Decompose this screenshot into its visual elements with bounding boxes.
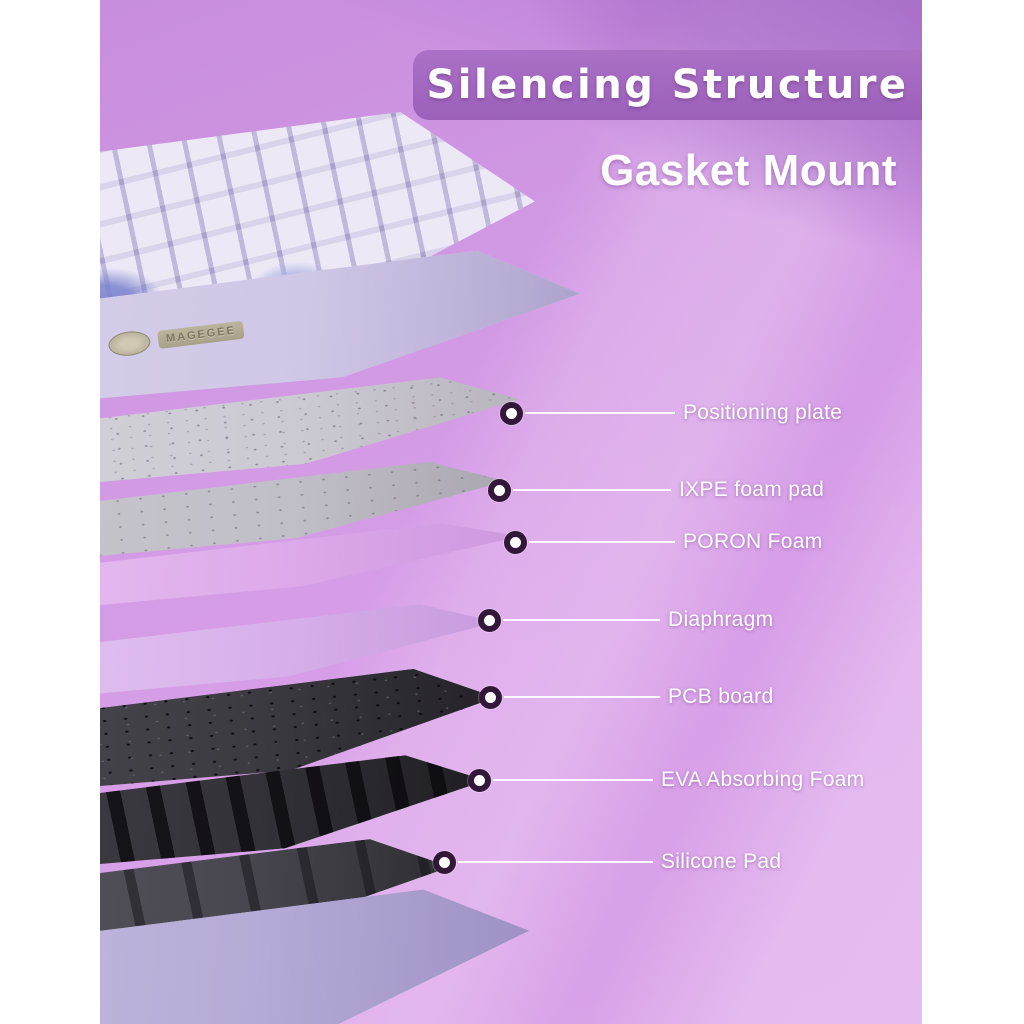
- callout-label: IXPE foam pad: [679, 478, 825, 501]
- callout-eva-absorbing-foam: EVA Absorbing Foam: [468, 768, 864, 792]
- callout-ixpe-foam-pad: IXPE foam pad: [488, 478, 824, 502]
- callout-poron-foam: PORON Foam: [504, 530, 823, 554]
- callout-marker-icon: [479, 685, 502, 709]
- page-title: Silencing Structure: [426, 62, 909, 108]
- title-banner: Silencing Structure: [413, 50, 922, 120]
- brand-logo-icon: [107, 329, 152, 359]
- callout-marker-icon: [500, 401, 523, 425]
- callout-marker-icon: [504, 530, 527, 554]
- callout-positioning-plate: Positioning plate: [500, 401, 842, 425]
- callout-lead-line: [525, 412, 675, 414]
- callout-lead-line: [513, 489, 671, 491]
- callout-lead-line: [503, 619, 660, 621]
- callout-label: Silicone Pad: [661, 850, 782, 873]
- callout-lead-line: [529, 541, 675, 543]
- product-panel: MAGEGEE Silencing Structure Gasket Mount…: [100, 0, 922, 1024]
- callout-lead-line: [504, 696, 660, 698]
- callout-lead-line: [493, 779, 653, 781]
- callout-silicone-pad: Silicone Pad: [433, 850, 781, 874]
- callout-label: PCB board: [668, 685, 774, 708]
- callout-lead-line: [458, 861, 653, 863]
- callout-label: Diaphragm: [668, 608, 774, 631]
- brand-badge-text: MAGEGEE: [157, 320, 245, 349]
- callout-marker-icon: [478, 608, 501, 632]
- callout-diaphragm: Diaphragm: [478, 608, 773, 632]
- callout-marker-icon: [488, 478, 511, 502]
- callout-marker-icon: [433, 850, 456, 874]
- callout-label: Positioning plate: [683, 401, 843, 424]
- callout-label: EVA Absorbing Foam: [661, 768, 865, 791]
- callout-marker-icon: [468, 768, 491, 792]
- callout-pcb-board: PCB board: [479, 685, 773, 709]
- callout-label: PORON Foam: [683, 530, 823, 553]
- page-subtitle: Gasket Mount: [600, 146, 897, 195]
